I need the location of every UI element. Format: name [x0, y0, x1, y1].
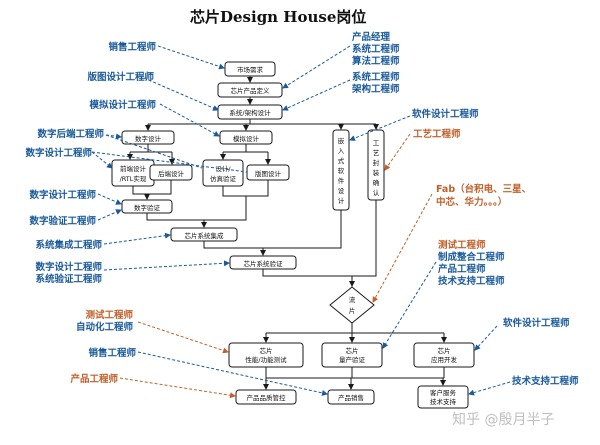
role-automation-engineer: 自动化工程师: [76, 321, 134, 333]
role-connectors: [91, 45, 511, 399]
node-perf-test-l1: 芯片: [260, 346, 273, 355]
node-qc: 产品品质管控: [247, 393, 287, 402]
role-software-engineer: 软件设计工程师: [412, 108, 479, 120]
node-perf-test-l2: 性能/功能测试: [245, 355, 287, 364]
node-digital-design: 数字设计: [135, 134, 162, 143]
node-tapeout-diamond: [329, 286, 375, 324]
node-sales: 产品销售: [338, 393, 364, 402]
node-package-c1: 艺: [373, 149, 380, 157]
node-package-c3: 装: [373, 168, 380, 177]
node-package-c0: 工: [373, 139, 380, 147]
diagram-title: 芯片Design House岗位: [190, 8, 366, 26]
role-digital-verify-engineer: 数字验证工程师: [28, 215, 96, 227]
role-architecture-engineer: 架构工程师: [351, 83, 400, 95]
label-fab-l1: Fab（台积电、三星、: [436, 183, 531, 195]
node-embedded-c0: 嵌: [338, 137, 345, 145]
node-embedded-c3: 软: [338, 166, 345, 175]
node-embedded-c2: 式: [338, 156, 345, 165]
node-tapeout-l2: 片: [349, 306, 356, 315]
role-product-manager: 产品经理: [352, 31, 391, 43]
node-digital-verify: 数字验证: [134, 203, 161, 212]
role-system-engineer-2: 系统工程师: [352, 71, 400, 83]
node-analog-design: 模拟设计: [233, 134, 260, 143]
node-qc-box: [235, 389, 297, 405]
role-test-engineer: 测试工程师: [85, 309, 133, 321]
role-layout-engineer: 版图设计工程师: [86, 71, 154, 83]
role-tech-support-engineer: 技术支持工程师: [438, 275, 505, 287]
role-sales-engineer: 销售工程师: [108, 41, 156, 53]
role-digital-backend-engineer: 数字后端工程师: [36, 128, 104, 140]
role-tech-support-engineer-2: 技术支持工程师: [512, 375, 579, 387]
node-mass-prod-l1: 芯片: [346, 346, 359, 355]
node-cs-box: [417, 385, 469, 409]
node-architecture: 系统/架构设计: [229, 108, 271, 117]
node-embedded-c5: 设: [338, 186, 345, 195]
node-app-dev-l2: 应用开发: [431, 355, 458, 364]
role-analog-engineer: 模拟设计工程师: [89, 99, 156, 111]
flow-connectors: [127, 76, 447, 390]
node-layout: 版图设计: [255, 169, 282, 178]
node-embedded-c4: 件: [338, 176, 345, 185]
node-embedded-c1: 入: [338, 147, 345, 155]
role-software-engineer-2: 软件设计工程师: [503, 317, 570, 329]
role-digital-design-engineer-2: 数字设计工程师: [28, 189, 96, 201]
node-package-c5: 认: [373, 188, 380, 197]
node-frontend-l2: /RTL实现: [120, 174, 147, 183]
node-sales-box: [327, 389, 375, 405]
role-product-engineer: 产品工程师: [70, 373, 118, 385]
node-embedded-c6: 计: [338, 196, 345, 205]
watermark: 知乎 @殷月半子: [452, 411, 554, 428]
node-package-c2: 封: [373, 158, 380, 167]
role-integration-engineer: 制成整合工程师: [438, 251, 505, 263]
role-system-verify-engineer: 系统验证工程师: [35, 273, 102, 285]
node-simulation-l2: 仿真验证: [210, 174, 237, 183]
role-algorithm-engineer: 算法工程师: [352, 55, 400, 67]
role-test-engineer-2: 测试工程师: [438, 239, 486, 251]
node-sysver: 芯片系统验证: [244, 259, 284, 268]
node-definition: 芯片产品定义: [231, 86, 271, 95]
node-cs-l1: 客户服务: [430, 388, 457, 397]
role-sales-engineer-2: 销售工程师: [88, 347, 136, 359]
node-package-c4: 确: [373, 178, 380, 187]
role-process-engineer: 工艺工程师: [413, 128, 461, 140]
role-system-engineer: 系统工程师: [352, 43, 400, 55]
role-system-integration-engineer: 系统集成工程师: [35, 239, 102, 251]
node-app-dev-l1: 芯片: [438, 346, 451, 355]
node-cs-l2: 技术支持: [430, 397, 457, 406]
role-digital-design-engineer: 数字设计工程师: [24, 147, 92, 159]
node-backend: 后端设计: [158, 169, 185, 178]
node-tapeout-l1: 流: [349, 295, 356, 304]
role-digital-design-engineer-3: 数字设计工程师: [34, 261, 102, 273]
node-frontend-l1: 前端设计: [120, 164, 147, 173]
node-market: 市场需求: [237, 65, 264, 74]
label-fab-l2: 中芯、华力。。。）: [436, 196, 507, 208]
role-product-engineer-2: 产品工程师: [438, 263, 486, 275]
node-sysint: 芯片系统集成: [185, 231, 225, 240]
node-mass-prod-l2: 量产验证: [339, 355, 366, 364]
